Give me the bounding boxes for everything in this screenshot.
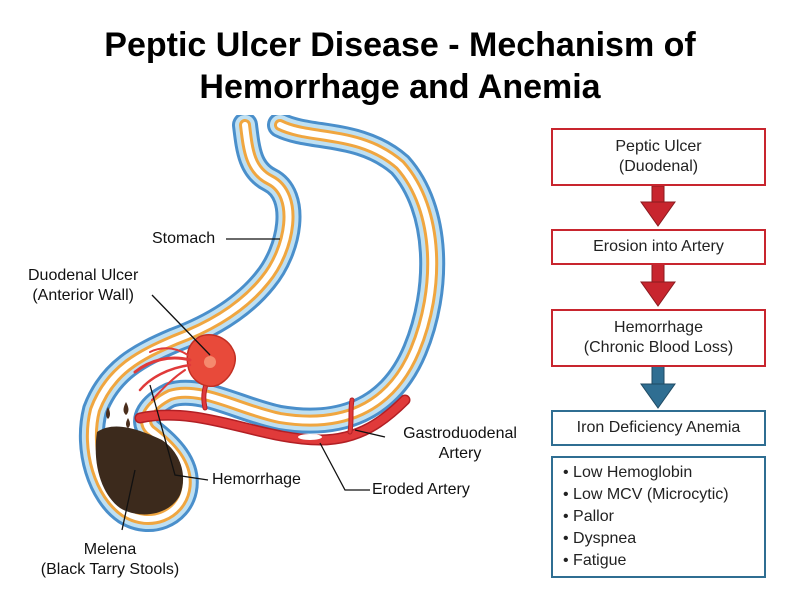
ulcer-site: [186, 333, 236, 387]
melena-label: Melena (Black Tarry Stools): [40, 541, 180, 578]
diagram-title: Peptic Ulcer Disease - Mechanism of Hemo…: [0, 24, 800, 108]
flow-step-erosion: Erosion into Artery: [551, 229, 766, 265]
title-line-2: Hemorrhage and Anemia: [199, 68, 601, 106]
stomach-duodenum-illustration: [78, 115, 446, 532]
eroded-artery-label: Eroded Artery: [372, 481, 470, 498]
blood-spray: [133, 347, 192, 401]
stomach-label: Stomach: [152, 230, 216, 247]
symptom-item: • Pallor: [563, 508, 614, 525]
arrow-3: [640, 365, 676, 409]
arrow-2: [640, 263, 676, 307]
leader-lines: [121, 238, 386, 531]
stomach-wall: [78, 115, 446, 532]
symptoms-box: • Low Hemoglobin • Low MCV (Microcytic) …: [551, 456, 766, 578]
title-line-1: Peptic Ulcer Disease - Mechanism of: [104, 26, 696, 64]
hemorrhage-label: Hemorrhage: [212, 471, 301, 488]
gastroduodenal-artery-label: Gastroduodenal Artery: [403, 425, 517, 462]
melena-pool: [95, 426, 184, 515]
flow-step-hemorrhage: Hemorrhage (Chronic Blood Loss): [551, 309, 766, 367]
flow-step-peptic-ulcer: Peptic Ulcer (Duodenal): [551, 128, 766, 186]
symptom-item: • Low Hemoglobin: [563, 464, 693, 481]
duodenal-ulcer-label: Duodenal Ulcer (Anterior Wall): [28, 267, 139, 304]
symptoms-list: • Low Hemoglobin • Low MCV (Microcytic) …: [563, 462, 729, 572]
eroded-segment: [298, 434, 322, 440]
symptom-item: • Fatigue: [563, 552, 627, 569]
symptom-item: • Dyspnea: [563, 530, 637, 547]
blood-drops: [106, 402, 130, 428]
arrow-1: [640, 185, 676, 227]
symptom-item: • Low MCV (Microcytic): [563, 486, 729, 503]
flow-step-iron-deficiency-anemia: Iron Deficiency Anemia: [551, 410, 766, 446]
